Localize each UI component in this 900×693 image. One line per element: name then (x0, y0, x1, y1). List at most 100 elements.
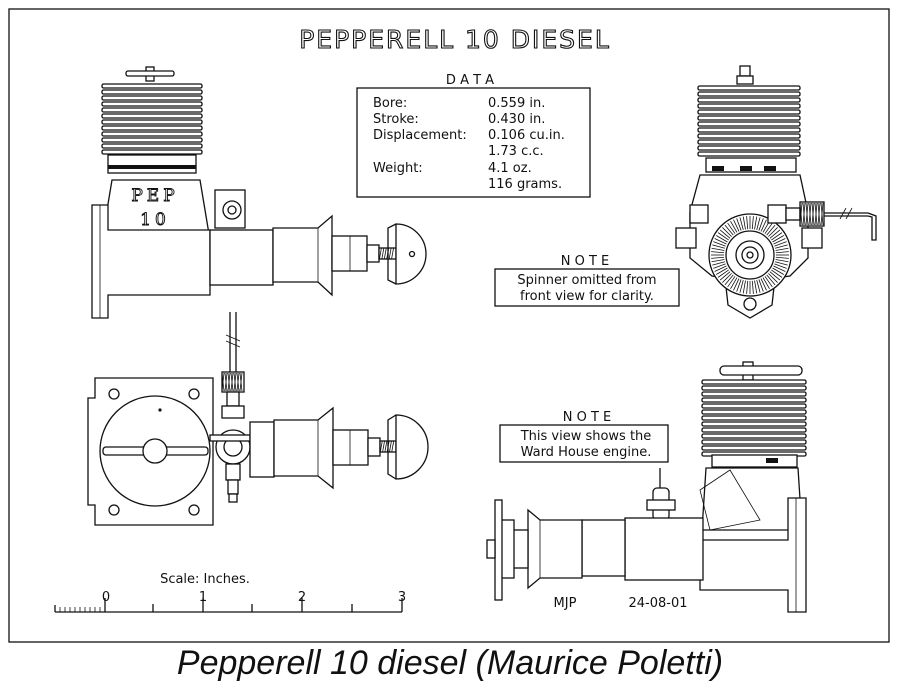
plate-serration (722, 273, 732, 283)
cooling-fin (697, 127, 801, 133)
plate-serration (739, 217, 744, 230)
knurl-line (811, 202, 815, 226)
plate-serration (758, 218, 764, 231)
plate-serration (724, 224, 734, 236)
plate-serration (736, 279, 742, 292)
plate-serration (713, 241, 726, 247)
plate-serration (756, 217, 761, 230)
data-value: 4.1 oz. (488, 161, 532, 176)
data-value: 0.559 in. (488, 96, 545, 111)
data-heading: D A T A (446, 73, 494, 88)
cooling-fin (697, 121, 801, 127)
knurl-line (224, 372, 228, 392)
plate-serration (769, 229, 781, 239)
cooling-fin (101, 95, 203, 101)
plate-serration (758, 279, 764, 292)
plate-serration (775, 261, 788, 266)
cooling-fin (101, 107, 203, 113)
note1-line: Spinner omitted from (517, 273, 656, 288)
note2-line: Ward House engine. (521, 445, 652, 460)
knurl-line (239, 372, 243, 392)
plate-serration (717, 269, 729, 278)
note2-heading: N O T E (563, 410, 612, 425)
plate-serration (714, 265, 727, 272)
plate-serration (714, 238, 727, 245)
plate-serration (736, 218, 742, 231)
plate-serration (711, 256, 725, 259)
plate-serration (754, 280, 758, 294)
thread-line (383, 247, 387, 260)
engine-front-view (675, 65, 877, 319)
plate-serration (775, 259, 789, 263)
cooling-fin (701, 427, 807, 433)
plate-serration (768, 273, 778, 283)
plate-serration (775, 244, 788, 249)
plate-serration (774, 241, 787, 247)
note2-frame (499, 424, 669, 463)
note-spinner-omitted: N O T E Spinner omitted from front view … (494, 254, 680, 307)
cooling-fin (101, 137, 203, 143)
cooling-fin (701, 397, 807, 403)
cooling-fin (101, 89, 203, 95)
plate-serration (724, 274, 734, 286)
plate-serration (764, 222, 773, 234)
data-label: Weight: (373, 161, 423, 176)
data-value: 0.430 in. (488, 112, 545, 127)
cooling-fin (101, 113, 203, 119)
plate-serration (760, 219, 767, 232)
plate-serration (772, 235, 784, 243)
cooling-fin (701, 403, 807, 409)
data-value: 0.106 cu.in. (488, 128, 565, 143)
plate-serration (766, 224, 776, 236)
plate-serration (764, 276, 773, 288)
plate-serration (774, 263, 787, 269)
cooling-fin (697, 139, 801, 145)
plate-serration (716, 267, 728, 275)
cooling-fin (697, 115, 801, 121)
drafter-initials: MJP (554, 596, 577, 611)
plate-serration (751, 216, 754, 230)
plate-serration (766, 274, 776, 286)
data-value: 116 grams. (488, 177, 562, 192)
scale-label: Scale: Inches. (160, 572, 250, 587)
cooling-fin (697, 109, 801, 115)
scale-tick-label: 2 (298, 590, 306, 605)
note1-frame (494, 268, 680, 307)
knurl-line (820, 202, 824, 226)
plate-serration (773, 238, 786, 245)
plate-serration (719, 271, 731, 281)
cooling-fin (697, 97, 801, 103)
plate-serration (730, 221, 738, 233)
plate-serration (762, 277, 770, 289)
plate-serration (775, 251, 789, 254)
cooling-fin (697, 145, 801, 151)
plate-serration (719, 229, 731, 239)
knurl-line (802, 202, 806, 226)
plate-serration (722, 227, 732, 237)
engine-side-view: PEP 10 (91, 66, 427, 319)
scale-tick-label: 3 (398, 590, 406, 605)
knurl-line (799, 202, 803, 226)
data-value: 1.73 c.c. (488, 144, 544, 159)
cooling-fin (697, 103, 801, 109)
cooling-fin (101, 101, 203, 107)
knurl-line (230, 372, 234, 392)
plate-serration (771, 232, 783, 241)
knurl-line (805, 202, 809, 226)
thread-line (379, 440, 383, 453)
plate-serration (760, 278, 767, 291)
plate-serration (746, 280, 749, 294)
thread-line (389, 440, 392, 453)
cooling-fin (101, 149, 203, 155)
plate-serration (733, 219, 740, 232)
cooling-fin (101, 131, 203, 137)
plate-serration (711, 259, 725, 263)
cooling-fin (697, 133, 801, 139)
cooling-fin (101, 125, 203, 131)
plate-serration (711, 247, 725, 251)
cooling-fin (701, 445, 807, 451)
knurl-line (227, 372, 231, 392)
note-ward-house: N O T E This view shows the Ward House e… (499, 410, 669, 463)
plate-serration (756, 280, 761, 293)
plate-serration (769, 271, 781, 281)
